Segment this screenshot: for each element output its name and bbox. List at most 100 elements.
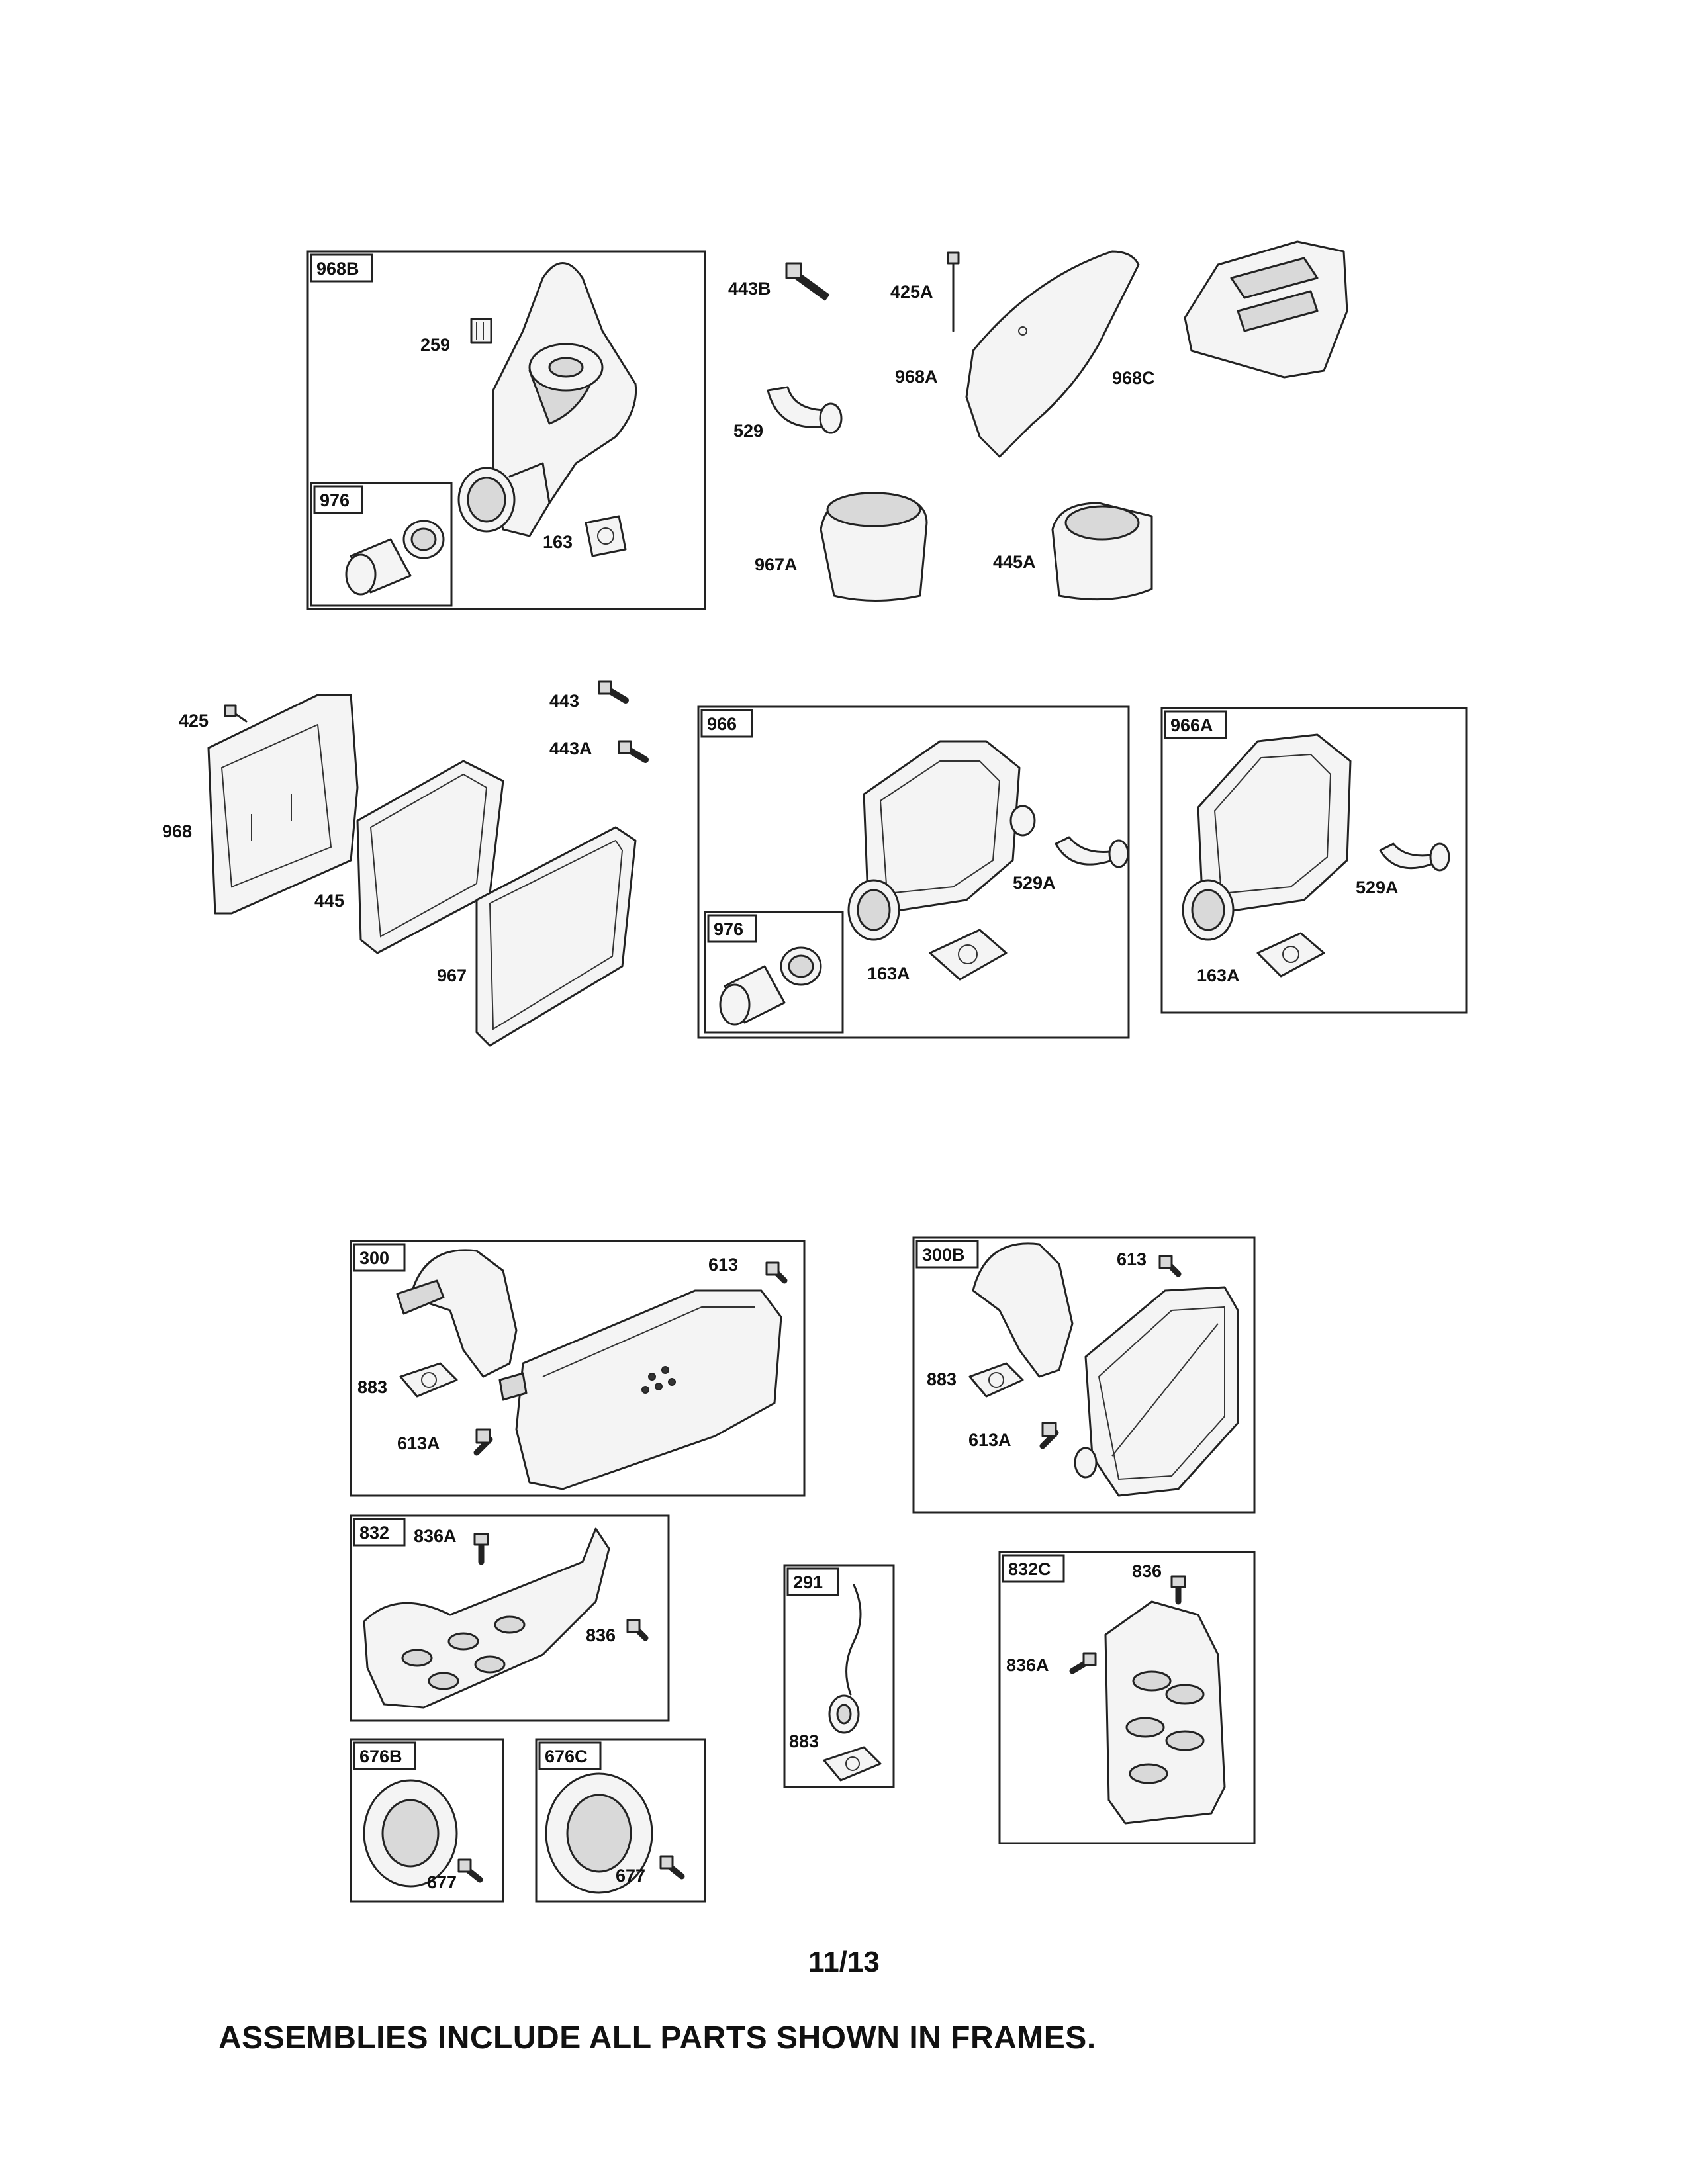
callout-968: 968	[162, 821, 192, 841]
guard-832-drawing	[363, 1527, 610, 1709]
frame-tag-676B: 676B	[359, 1747, 402, 1766]
frame-966A: 966A	[1160, 707, 1468, 1014]
callout-613: 613	[708, 1255, 738, 1275]
callout-677: 677	[427, 1872, 457, 1892]
frame-676B: 676B	[350, 1738, 504, 1903]
screw-836A-a-drawing	[473, 1533, 489, 1565]
callout-613A: 613A	[397, 1433, 440, 1453]
callout-443: 443	[549, 691, 579, 711]
callout-529A: 529A	[1013, 873, 1056, 893]
callout-836-b: 836	[1132, 1561, 1162, 1581]
guard-slots	[401, 1615, 526, 1690]
callout-443A: 443A	[549, 739, 592, 758]
frame-tag-300: 300	[359, 1248, 389, 1268]
callouts: 259 163 443B 425A 529 968A 968C 967A 445…	[162, 279, 1399, 1892]
callout-967A: 967A	[755, 555, 798, 574]
callout-425A: 425A	[890, 282, 933, 302]
callout-967: 967	[437, 966, 467, 985]
clip-259-drawing	[470, 318, 492, 344]
muffler-300-drawing	[396, 1249, 782, 1490]
adapter-976-b-drawing	[719, 946, 822, 1026]
callout-836A: 836A	[414, 1526, 457, 1546]
deflector-676C-drawing	[545, 1772, 653, 1894]
callout-529A-b: 529A	[1356, 878, 1399, 897]
frame-tag-832C: 832C	[1008, 1559, 1051, 1579]
callout-445: 445	[314, 891, 344, 911]
deflector-676B-drawing	[363, 1779, 458, 1888]
frame-tag-291: 291	[793, 1572, 823, 1592]
frame-832C: 832C	[998, 1551, 1256, 1844]
precleaner-967A-drawing	[820, 492, 928, 602]
air-cleaner-elbow-drawing	[457, 262, 637, 537]
callout-968A: 968A	[895, 367, 938, 387]
cover-968C-drawing	[1184, 240, 1348, 379]
adapter-976-drawing	[345, 520, 445, 596]
spark-arrester-291-drawing	[828, 1584, 862, 1734]
filter-445A-drawing	[1051, 502, 1153, 601]
callout-968C: 968C	[1112, 368, 1155, 388]
callout-883-c: 883	[789, 1731, 819, 1751]
screw-613A-a-drawing	[473, 1428, 493, 1456]
frame-676C: 676C	[535, 1738, 706, 1903]
callout-613-b: 613	[1117, 1250, 1147, 1269]
callout-163A-b: 163A	[1197, 966, 1240, 985]
frame-tag-676C: 676C	[545, 1747, 588, 1766]
gasket-163A-b-drawing	[1256, 932, 1325, 978]
screw-613-b-drawing	[1158, 1255, 1182, 1277]
page-number: 11/13	[808, 1946, 880, 1978]
gasket-163A-drawing	[929, 929, 1008, 981]
bolt-443A-drawing	[618, 740, 649, 763]
frame-966: 966 976	[697, 705, 1130, 1039]
frame-tag-966: 966	[707, 714, 737, 734]
frame-tag-976-b: 976	[714, 919, 743, 939]
screw-677-b-drawing	[659, 1855, 685, 1880]
base-966A-drawing	[1182, 733, 1352, 941]
hose-529A-b-drawing	[1379, 842, 1450, 872]
screw-836-a-drawing	[626, 1619, 649, 1641]
cover-968A-drawing	[965, 250, 1140, 458]
guard-832C-slots	[1125, 1670, 1205, 1784]
bolt-425A-drawing	[947, 251, 960, 332]
muffler-300B-drawing	[972, 1242, 1239, 1497]
frame-291: 291	[783, 1564, 895, 1788]
frame-tag-966A: 966A	[1170, 715, 1213, 735]
callout-836A-b: 836A	[1006, 1655, 1049, 1675]
precleaner-967-drawing	[475, 826, 637, 1047]
screw-613-a-drawing	[765, 1261, 788, 1284]
hose-529-drawing	[767, 386, 843, 434]
frame-968B: 968B 976	[306, 250, 706, 610]
callout-443B: 443B	[728, 279, 771, 298]
frame-832: 832	[350, 1514, 670, 1722]
callout-163: 163	[543, 532, 573, 552]
callout-445A: 445A	[993, 552, 1036, 572]
screw-677-a-drawing	[457, 1858, 483, 1883]
callout-425: 425	[179, 711, 209, 731]
footer-note: ASSEMBLIES INCLUDE ALL PARTS SHOWN IN FR…	[218, 2021, 1096, 2056]
guard-832C-drawing	[1104, 1600, 1226, 1825]
frame-tag-300B: 300B	[922, 1245, 965, 1265]
callout-163A: 163A	[867, 964, 910, 983]
frame-300: 300	[350, 1240, 806, 1497]
callout-883-b: 883	[927, 1369, 957, 1389]
gasket-883-b-drawing	[968, 1362, 1024, 1398]
callout-613A-b: 613A	[968, 1430, 1011, 1450]
muffler-vent-holes	[641, 1366, 676, 1394]
frame-tag-968B: 968B	[316, 259, 359, 279]
screw-613A-b-drawing	[1039, 1422, 1059, 1449]
callout-529: 529	[733, 421, 763, 441]
callout-883: 883	[357, 1377, 387, 1397]
callout-259: 259	[420, 335, 450, 355]
gasket-883-a-drawing	[399, 1362, 458, 1398]
callout-677-b: 677	[616, 1866, 645, 1886]
base-968-drawing	[207, 694, 359, 915]
hose-529A-drawing	[1055, 836, 1129, 868]
frame-300B: 300B	[912, 1236, 1256, 1514]
callout-836: 836	[586, 1625, 616, 1645]
screw-836A-b-drawing	[1069, 1652, 1097, 1674]
gasket-163-drawing	[585, 515, 627, 557]
base-966-drawing	[847, 740, 1036, 941]
screw-836-b-drawing	[1170, 1575, 1186, 1605]
gasket-883-c-drawing	[823, 1746, 882, 1782]
